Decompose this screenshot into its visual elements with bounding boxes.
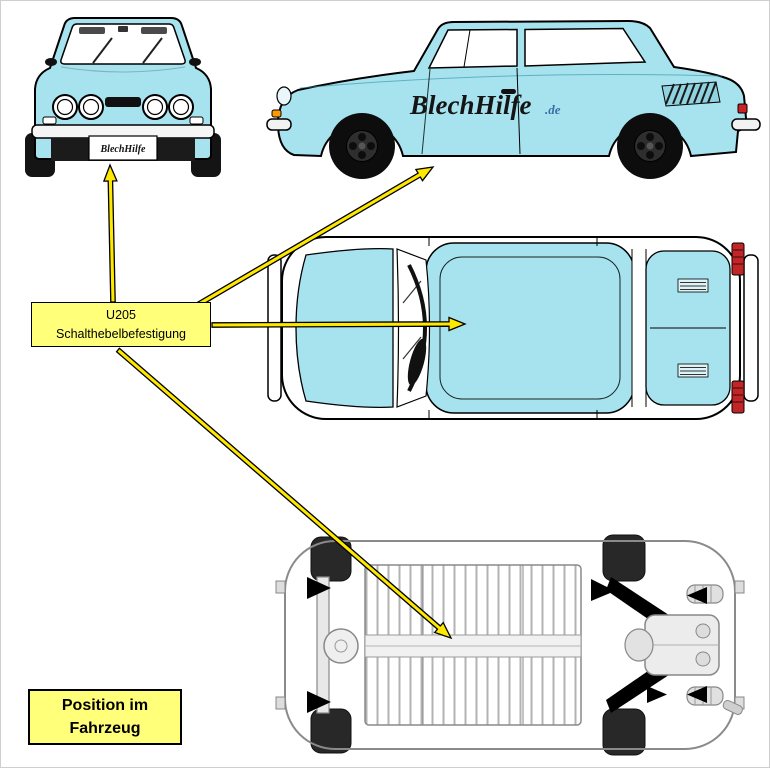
underside-chassis-view <box>275 534 745 756</box>
chassis-outline <box>284 540 736 750</box>
rear-wheel <box>617 113 683 179</box>
sun-visors <box>79 26 167 34</box>
tail-light-side <box>737 103 748 114</box>
license-plate <box>88 135 158 161</box>
caption-line2: Fahrzeug <box>69 720 141 737</box>
gearbox <box>624 628 654 662</box>
front-grille <box>105 97 141 107</box>
quarter-window <box>524 27 647 67</box>
beltline-crease <box>299 74 723 89</box>
top-view-car <box>267 236 759 420</box>
callout-arrow <box>687 587 707 604</box>
part-name: Schalthebelbefestigung <box>56 326 186 341</box>
hood-panel <box>295 247 394 409</box>
indicator-light <box>271 109 282 118</box>
front-bumper-side <box>266 118 292 131</box>
arrow-to-front-view <box>102 163 118 303</box>
exhaust-tip <box>722 699 743 715</box>
front-axle-assembly <box>307 576 359 714</box>
rear-bumper-side <box>731 118 761 131</box>
plate-brand-text: BlechHilfe <box>100 144 147 155</box>
front-indicators <box>42 116 204 125</box>
rear-window-seam <box>631 249 647 407</box>
rear-bumper-top <box>743 254 759 402</box>
rear-drivetrain <box>591 577 743 715</box>
position-caption-box: Position im Fahrzeug <box>28 689 182 745</box>
tail-lights-top <box>731 242 745 414</box>
door-handle <box>501 89 516 94</box>
hood-crease <box>60 66 186 73</box>
callout-arrow <box>687 686 707 703</box>
side-view-car: BlechHilfe .de <box>266 19 761 179</box>
front-view-car: BlechHilfe <box>25 17 221 177</box>
part-code: U205 <box>106 308 136 323</box>
engine-lid-grilles <box>677 278 709 378</box>
callout-arrow <box>307 691 331 713</box>
side-mirrors <box>45 58 201 66</box>
brand-logo-suffix: .de <box>545 102 561 117</box>
engine-louvers <box>661 81 721 107</box>
front-wheel <box>329 113 395 179</box>
front-bumper-top <box>267 254 282 402</box>
part-label-box: U205 Schalthebelbefestigung <box>31 302 211 347</box>
cabin-roof <box>425 242 635 414</box>
callout-arrow <box>647 686 667 703</box>
wipers <box>92 37 163 64</box>
vent-window-divider <box>463 29 471 68</box>
headlight-side <box>276 86 292 106</box>
brand-logo: BlechHilfe <box>409 90 531 120</box>
door-cut-lines <box>421 67 521 155</box>
headlights <box>52 94 194 120</box>
door-window <box>427 28 518 69</box>
callout-arrow <box>591 579 615 601</box>
caption-line1: Position im <box>61 696 149 714</box>
